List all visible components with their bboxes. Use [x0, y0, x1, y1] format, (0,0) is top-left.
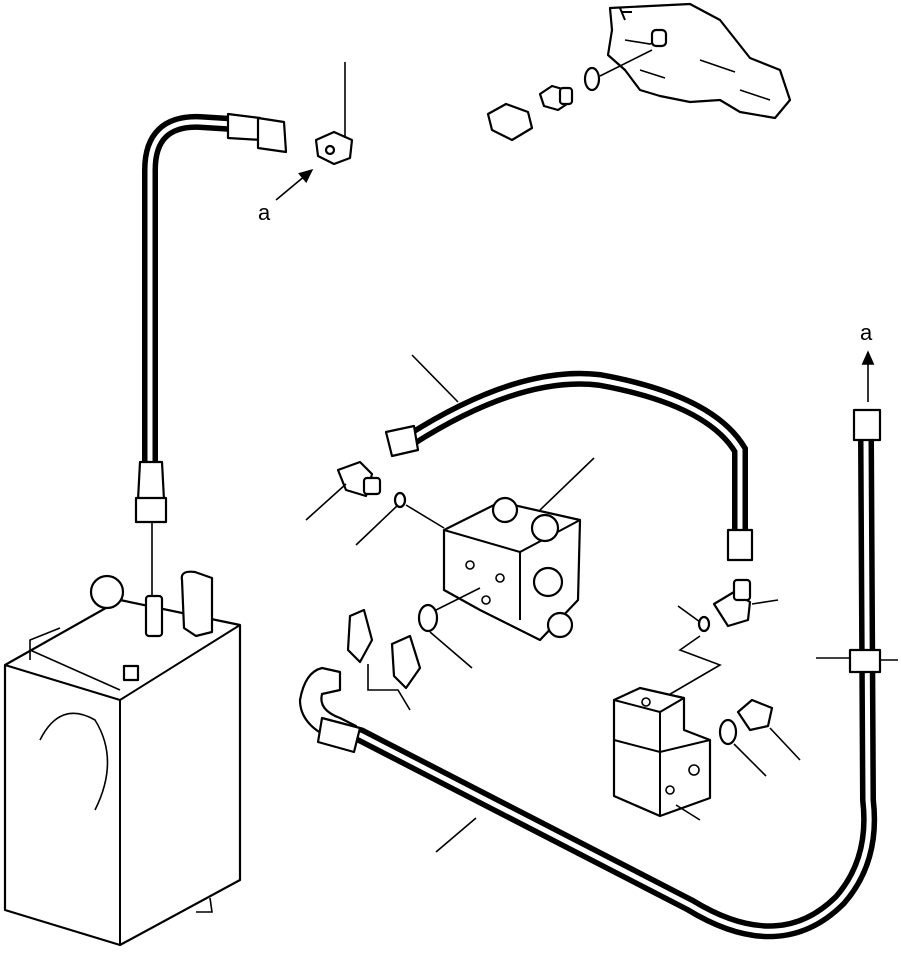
hose-lower-long: [298, 408, 898, 940]
o-ring-small-left: [393, 491, 407, 509]
elbow-fitting-left: [305, 460, 382, 521]
o-ring-top: [583, 66, 601, 92]
steel-tube-top: [314, 62, 534, 168]
callout-a-top-group: a: [258, 168, 314, 225]
hose-middle-arched: [384, 354, 754, 562]
plug-fitting-lower-right: [736, 698, 801, 761]
adapter-fitting-top: [538, 84, 574, 112]
hose-left-long: [134, 112, 288, 600]
relief-valve-block: [442, 457, 595, 642]
callout-a-right: a: [860, 320, 873, 345]
callout-a-top: a: [258, 200, 271, 225]
o-ring-small-right: [697, 615, 711, 633]
o-ring-block: [417, 603, 439, 633]
control-valve-body: [606, 2, 792, 120]
hydraulic-tank: [3, 570, 242, 947]
callout-a-right-group: a: [860, 320, 875, 402]
valve-block-lower-right: [612, 686, 712, 821]
elbow-fitting-right: [712, 578, 779, 628]
split-flange-clamps: [346, 608, 422, 711]
o-ring-lower-right: [718, 718, 738, 746]
